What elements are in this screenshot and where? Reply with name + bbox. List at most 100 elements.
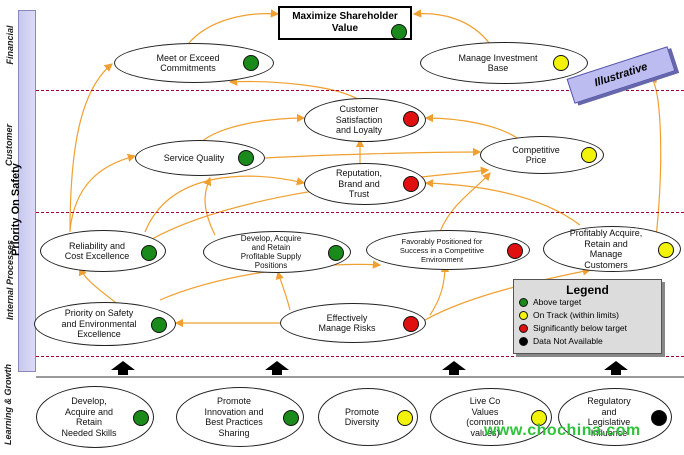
legend-item: On Track (within limits) xyxy=(519,310,619,320)
connector xyxy=(187,9,280,45)
node-text: Positions xyxy=(254,261,288,270)
status-green-icon xyxy=(519,297,528,307)
status-green-icon xyxy=(243,55,259,71)
node-text: Reliability and xyxy=(68,240,126,251)
node-text: Customer xyxy=(339,104,379,115)
status-red-icon xyxy=(403,111,419,127)
up-arrow-icon xyxy=(265,361,289,375)
lane-label-internal: Internal Processes xyxy=(5,239,15,321)
node-text: Excellence xyxy=(77,329,121,340)
node-text: Values xyxy=(471,406,499,417)
node-text: Favorably Positioned for xyxy=(401,236,483,246)
node-text: Competitive xyxy=(512,144,560,155)
node-text: Trust xyxy=(348,189,370,200)
lane-label-learning: Learning & Growth xyxy=(3,364,13,445)
status-yellow-icon xyxy=(519,310,528,320)
legend-box: Legend Above target On Track (within lim… xyxy=(513,279,662,354)
legend-title: Legend xyxy=(566,283,609,297)
node-text: Diversity xyxy=(344,417,380,427)
node-text: Manage xyxy=(589,249,623,259)
connector xyxy=(275,270,291,311)
status-red-icon xyxy=(403,316,419,332)
node-text: Effectively xyxy=(326,312,368,323)
node-text: Innovation and xyxy=(204,406,264,417)
node-text: Develop, Acquire xyxy=(240,234,302,243)
title-line: Value xyxy=(331,23,359,34)
node-text: Legislative xyxy=(587,417,631,427)
connector xyxy=(264,147,482,159)
status-red-icon xyxy=(519,323,528,333)
status-yellow-icon xyxy=(531,410,547,426)
up-arrow-icon xyxy=(442,361,466,375)
status-green-icon xyxy=(283,410,299,426)
connector xyxy=(69,153,137,231)
status-green-icon xyxy=(391,24,407,40)
legend-label: On Track (within limits) xyxy=(533,310,619,320)
lane-sidebar xyxy=(18,10,36,372)
node-text: Brand and xyxy=(338,178,380,189)
status-black-icon xyxy=(519,336,528,346)
status-yellow-icon xyxy=(581,147,597,163)
node-text: Retain xyxy=(75,417,102,427)
status-green-icon xyxy=(133,410,149,426)
node-text: Commitments xyxy=(160,63,216,73)
node-text: Profitably Acquire, xyxy=(569,228,643,238)
lane-divider xyxy=(36,90,684,91)
node-text: Influence xyxy=(590,427,628,438)
node-text: (common xyxy=(466,417,504,427)
node-text: Needed Skills xyxy=(61,427,117,438)
lane-label-financial: Financial xyxy=(5,25,15,65)
node-text: Cost Excellence xyxy=(64,251,130,261)
connector xyxy=(228,77,363,103)
connector xyxy=(424,113,521,141)
node-text: Reputation, xyxy=(335,168,383,179)
node-text: Priority on Safety xyxy=(64,308,134,319)
node-service-quality: Service Quality xyxy=(135,140,265,176)
connector xyxy=(424,179,581,226)
status-red-icon xyxy=(403,176,419,192)
watermark: www.chochina.com xyxy=(484,422,641,439)
node-text: Satisfaction xyxy=(335,114,383,125)
up-arrow-icon xyxy=(111,361,135,375)
connector xyxy=(429,263,450,316)
status-green-icon xyxy=(328,245,344,261)
node-text: Manage Investment xyxy=(458,52,538,63)
node-text: Price xyxy=(525,155,547,165)
legend-item: Above target xyxy=(519,297,581,307)
node-text: Environment xyxy=(420,254,464,264)
connector xyxy=(439,172,491,233)
connector xyxy=(78,266,121,307)
node-text: Meet or Exceed xyxy=(156,52,220,63)
connector xyxy=(203,176,216,236)
node-text: and Retain xyxy=(251,243,291,252)
legend-item: Data Not Available xyxy=(519,336,603,346)
status-green-icon xyxy=(141,245,157,261)
node-text: Develop, xyxy=(71,396,107,406)
status-yellow-icon xyxy=(553,55,569,71)
status-yellow-icon xyxy=(397,410,413,426)
connector xyxy=(648,75,662,239)
status-green-icon xyxy=(238,150,254,166)
node-text: Manage Risks xyxy=(318,323,376,333)
legend-label: Data Not Available xyxy=(533,336,603,346)
lane-label-customer: Customer xyxy=(4,124,14,167)
node-text: Customers xyxy=(584,259,628,270)
status-black-icon xyxy=(651,410,667,426)
connector xyxy=(144,175,306,233)
status-yellow-icon xyxy=(658,242,674,258)
connector xyxy=(424,267,592,321)
node-text: Promote xyxy=(344,406,379,417)
legend-item: Significantly below target xyxy=(519,323,627,333)
